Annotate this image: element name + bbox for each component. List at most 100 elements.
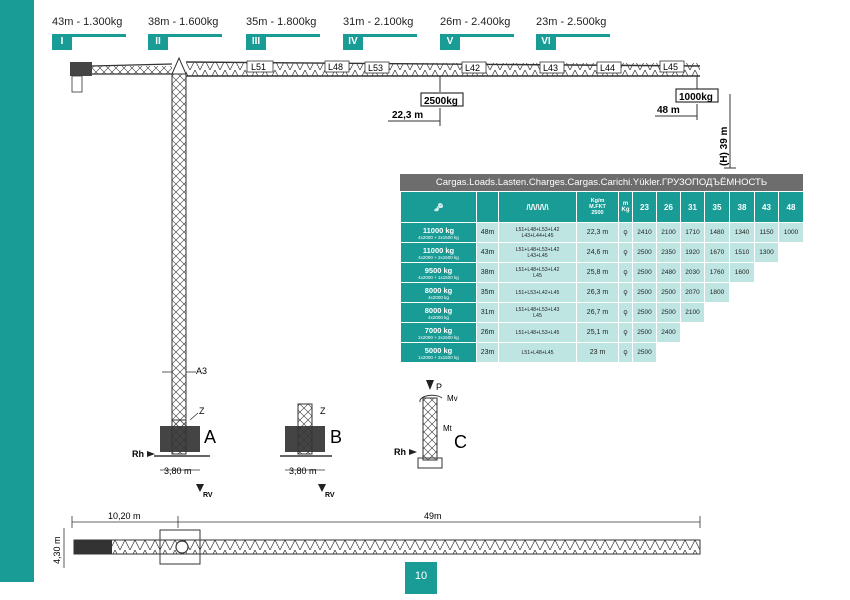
capacity-cell: 2500 — [632, 322, 657, 343]
empty-cell — [680, 322, 705, 343]
dist-2-label: 48 m — [657, 105, 680, 116]
base-c: P Mv Mt C Rh — [394, 380, 467, 469]
rh-label: Rh — [132, 449, 144, 459]
mast: A3 — [162, 56, 207, 435]
capacity-cell: 1150 — [754, 222, 779, 243]
hook-icon: ⚲ — [618, 342, 633, 363]
jib-section-label: L51 — [251, 62, 266, 72]
empty-cell — [754, 282, 779, 303]
config-text: 35m - 1.800kg — [246, 16, 317, 28]
empty-cell — [729, 282, 755, 303]
load-value: 7000 kg — [424, 325, 453, 335]
capacity-cell: 1760 — [704, 262, 730, 283]
load-sub: 4x2000 kg — [428, 314, 449, 320]
config-text: 31m - 2.100kg — [343, 16, 414, 28]
hook-icon: ⚲ — [618, 262, 633, 283]
m-header-label: m — [622, 201, 629, 207]
jib-combo-cell: L51+L48+L53+L42 L45 — [498, 262, 577, 283]
jib-combo-cell: L51+L48+L45 — [498, 342, 577, 363]
capacity-cell: 2350 — [656, 242, 681, 263]
empty-cell — [754, 342, 779, 363]
capacity-cell: 1670 — [704, 242, 730, 263]
config-badge: III — [246, 34, 266, 50]
jib-section-label: L53 — [368, 63, 383, 73]
capacity-cell: 1510 — [729, 242, 755, 263]
empty-cell — [778, 242, 804, 263]
load-2-label: 1000kg — [679, 92, 713, 103]
jib-combo-cell: L51+L48+L53+L42 L43+L44+L45 — [498, 222, 577, 243]
radius-col: 35 — [704, 191, 730, 223]
capacity-cell: 2100 — [680, 302, 705, 323]
hook-icon: ⚲ — [618, 242, 633, 263]
rv-label: RV — [325, 492, 335, 499]
jib-section-label: L45 — [663, 62, 678, 72]
load-sub: 2x2000 + 2x1500 kg — [418, 334, 459, 340]
empty-cell — [680, 342, 705, 363]
hook-icon: ⚲ — [618, 302, 633, 323]
empty-cell — [778, 282, 804, 303]
capacity-cell: 2410 — [632, 222, 657, 243]
capacity-cell: 1300 — [754, 242, 779, 263]
rv-label: RV — [203, 492, 213, 499]
dim-jib-label: 49m — [424, 511, 442, 521]
page-number: 10 — [405, 562, 437, 594]
empty-cell — [754, 322, 779, 343]
jib-section-label: L44 — [600, 63, 615, 73]
base-c-label: C — [454, 432, 467, 452]
jib-length-cell: 31m — [476, 302, 499, 323]
dim-width-label: 4,30 m — [52, 536, 62, 564]
load-table: Cargas.Loads.Lasten.Charges.Cargas.Caric… — [400, 174, 804, 363]
load-value: 8000 kg — [424, 285, 453, 295]
jib-section-label: L43 — [543, 63, 558, 73]
p-label: P — [436, 382, 442, 392]
load-value: 11000 kg — [422, 245, 455, 255]
plan-view: 10,20 m 49m 4,30 m — [52, 511, 701, 568]
load-value: 11000 kg — [422, 225, 455, 235]
height-label: (H) 39 m — [719, 126, 730, 166]
counter-weight — [70, 62, 92, 76]
hook-icon: 🗝 — [400, 191, 477, 223]
capacity-cell: 1600 — [729, 262, 755, 283]
width-label-a: 3,80 m — [164, 466, 192, 476]
jib-combo-cell: L51+L48+L53+L42 L43+L45 — [498, 242, 577, 263]
base-a-label: A — [204, 427, 216, 447]
radius-cell: 25,8 m — [576, 262, 619, 283]
jib-section-label: L42 — [465, 63, 480, 73]
config-text: 43m - 1.300kg — [52, 16, 123, 28]
jib: L51 L48 L53 L42 L43 L44 L45 — [185, 60, 701, 77]
z-label: Z — [199, 406, 205, 416]
radius-col: 38 — [729, 191, 755, 223]
rh-label: Rh — [394, 447, 406, 457]
counter-jib — [70, 62, 173, 93]
load-sub: 4x2000 + 2x1500 kg — [418, 234, 459, 240]
radius-cell: 23 m — [576, 342, 619, 363]
load-value: 9500 kg — [424, 265, 453, 275]
width-label-b: 3,80 m — [289, 466, 317, 476]
config-text: 23m - 2.500kg — [536, 16, 607, 28]
radius-cell: 24,6 m — [576, 242, 619, 263]
capacity-cell: 2480 — [656, 262, 681, 283]
capacity-cell: 2500 — [632, 262, 657, 283]
radius-col: 26 — [656, 191, 681, 223]
config-badge: IV — [343, 34, 363, 50]
base-a: Z A Rh 3,80 m RV — [132, 406, 216, 499]
radius-cell: 22,3 m — [576, 222, 619, 243]
hook-icon: ⚲ — [618, 322, 633, 343]
mast-a3-label: A3 — [196, 366, 207, 376]
capacity-cell: 1800 — [704, 282, 730, 303]
empty-cell — [778, 322, 804, 343]
capacity-cell: 2070 — [680, 282, 705, 303]
hook-icon: ⚲ — [618, 282, 633, 303]
capacity-cell: 2500 — [632, 302, 657, 323]
empty-cell — [704, 342, 730, 363]
jib-combo-cell: L51+L48+L53+L43 L45 — [498, 302, 577, 323]
